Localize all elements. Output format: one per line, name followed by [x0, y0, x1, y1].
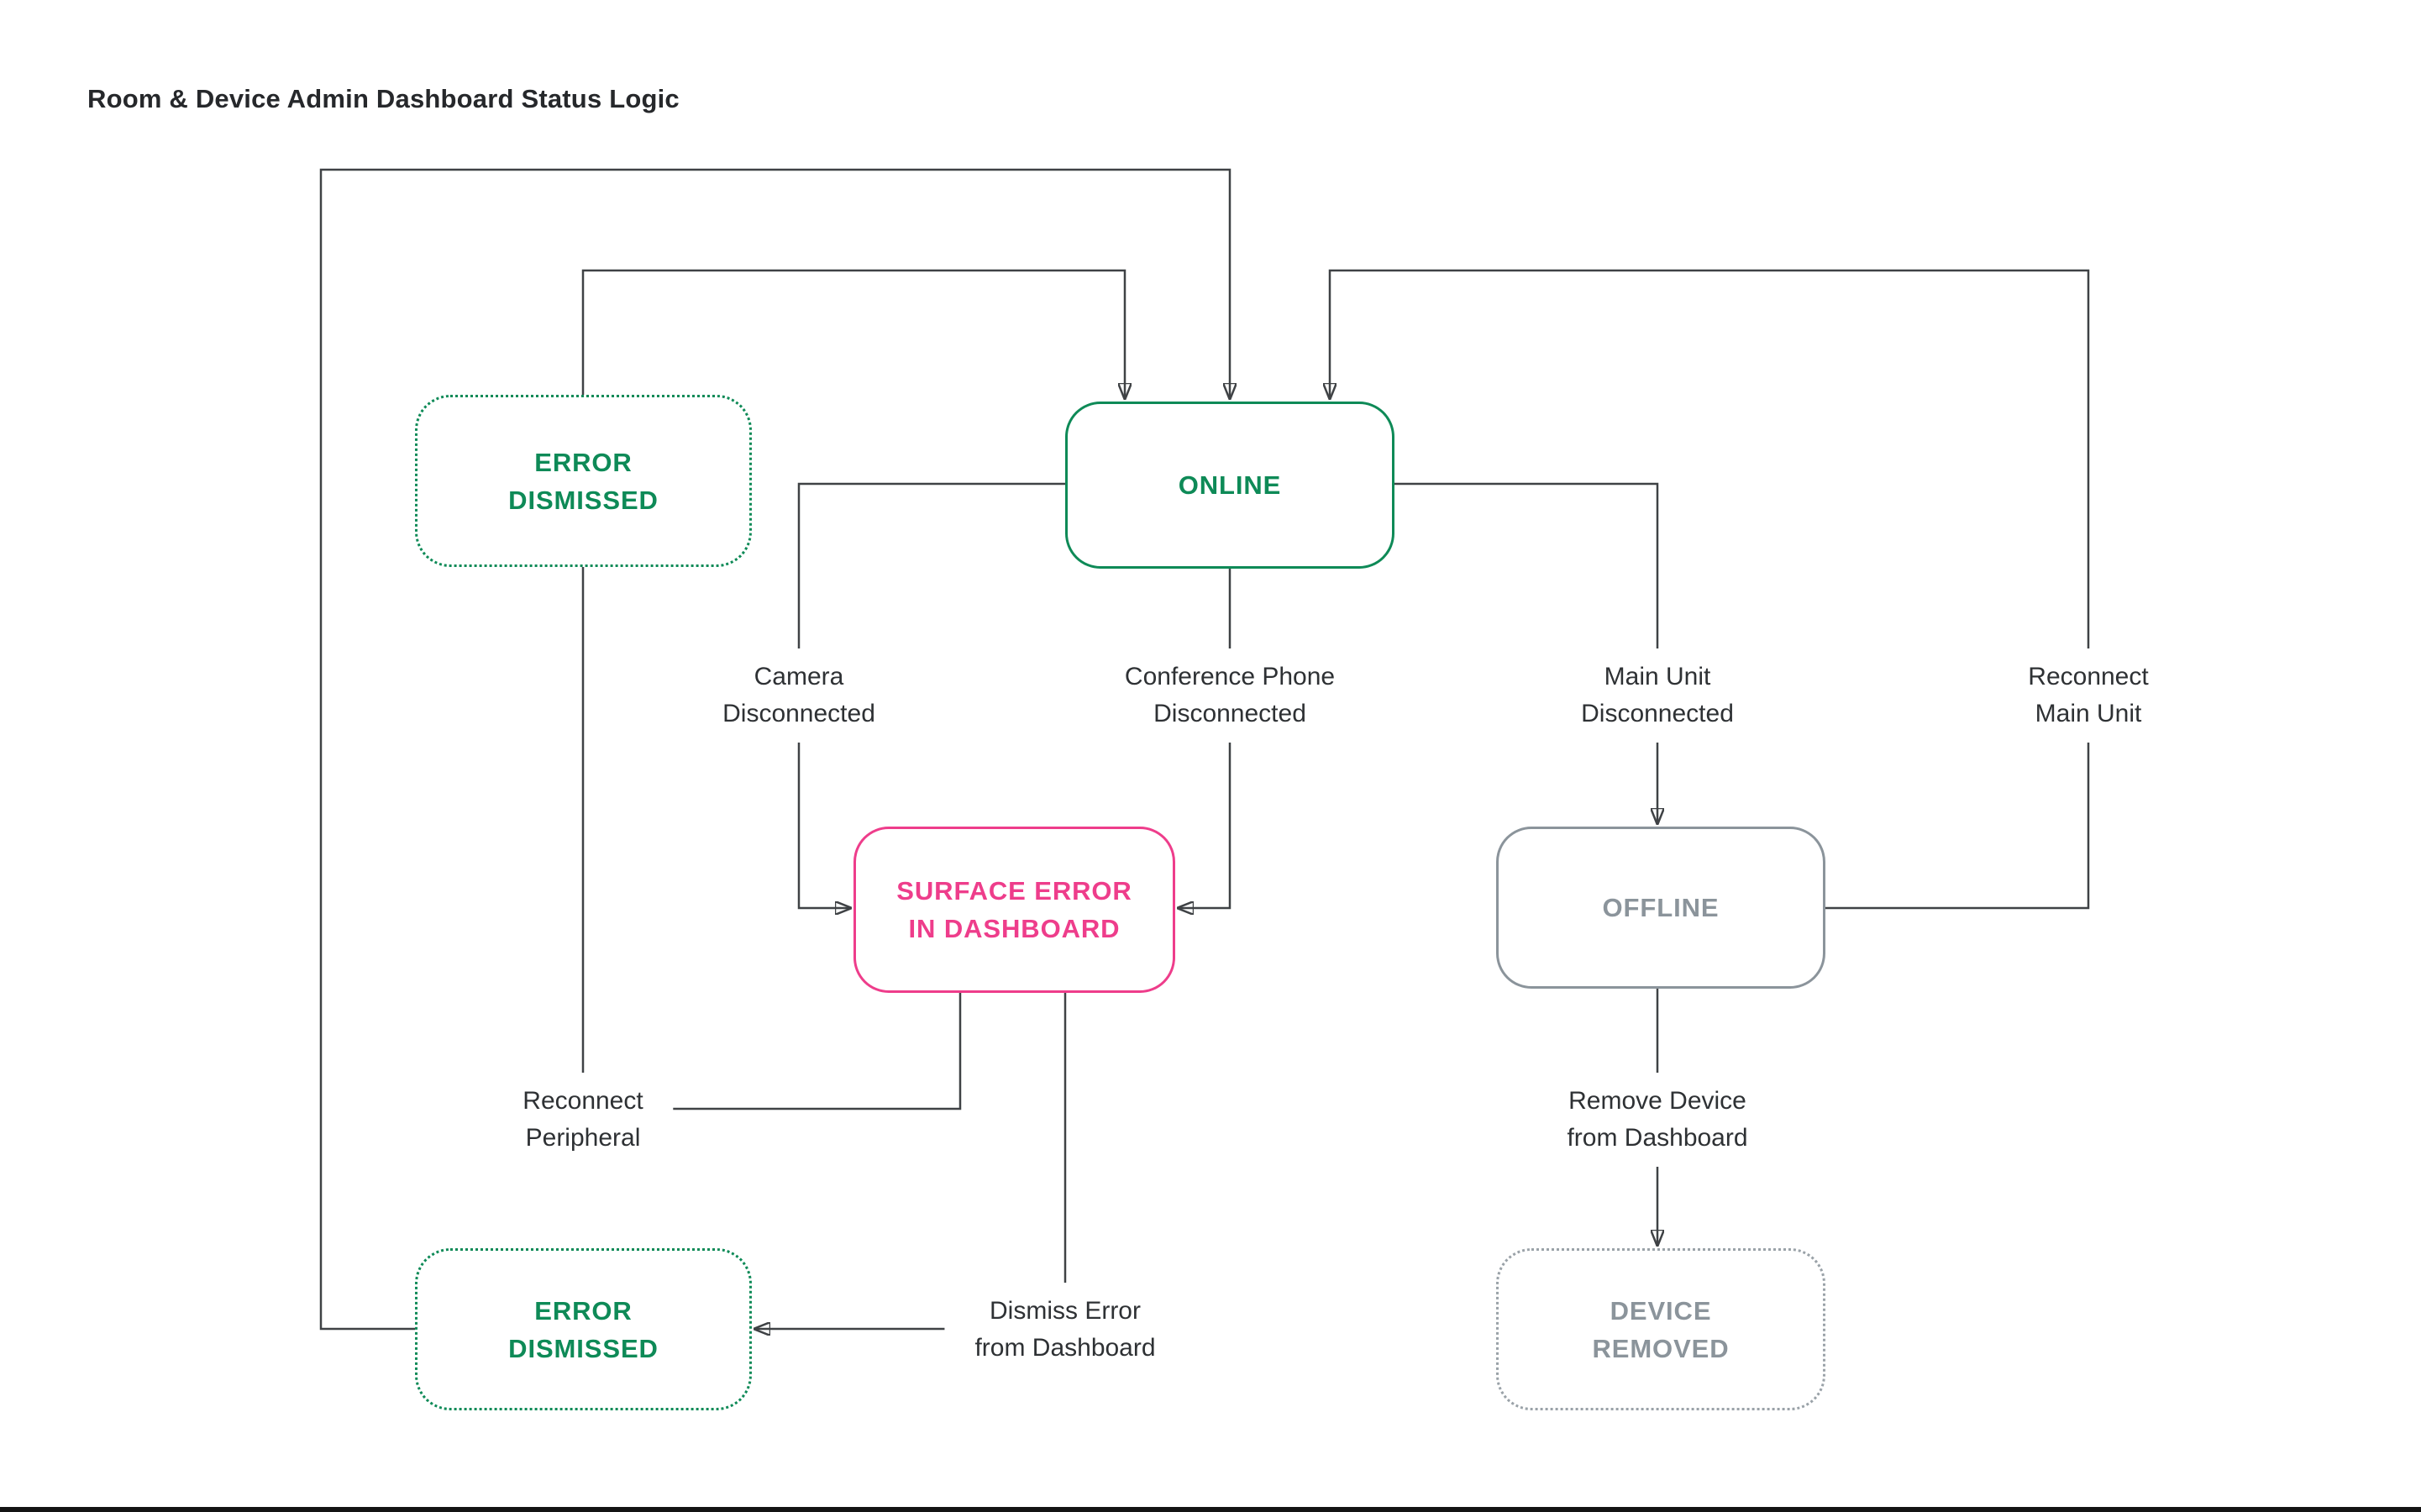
edge-label-remove-device-from-dashboard: Remove Device from Dashboard [1536, 1073, 1778, 1167]
edge-surface-error-to-dismissed-top-reconnect-peripheral [581, 567, 962, 1110]
edge-dismissed-top-to-online [581, 269, 1125, 399]
bottom-border [0, 1507, 2421, 1512]
edge-dismissed-bottom-to-online [319, 168, 1230, 1331]
state-error-dismissed-top: ERROR DISMISSED [415, 395, 752, 567]
edge-label-reconnect-main-unit: Reconnect Main Unit [1998, 648, 2179, 743]
edge-label-dismiss-error-from-dashboard: Dismiss Error from Dashboard [944, 1283, 1186, 1377]
edge-label-reconnect-peripheral: Reconnect Peripheral [492, 1073, 674, 1167]
edge-label-camera-disconnected: Camera Disconnected [692, 648, 906, 743]
state-offline: OFFLINE [1496, 827, 1825, 989]
edge-label-conference-phone-disconnected: Conference Phone Disconnected [1094, 648, 1366, 743]
state-error-dismissed-bottom: ERROR DISMISSED [415, 1248, 752, 1410]
edge-surface-error-to-dismissed-bottom-dismiss [754, 993, 1067, 1329]
diagram-title: Room & Device Admin Dashboard Status Log… [87, 84, 680, 113]
edge-label-main-unit-disconnected: Main Unit Disconnected [1551, 648, 1764, 743]
edge-offline-to-online-reconnect-main-unit [1330, 269, 2090, 910]
state-online: ONLINE [1065, 402, 1394, 569]
state-surface-error-in-dashboard: SURFACE ERROR IN DASHBOARD [853, 827, 1175, 993]
state-device-removed: DEVICE REMOVED [1496, 1248, 1825, 1410]
